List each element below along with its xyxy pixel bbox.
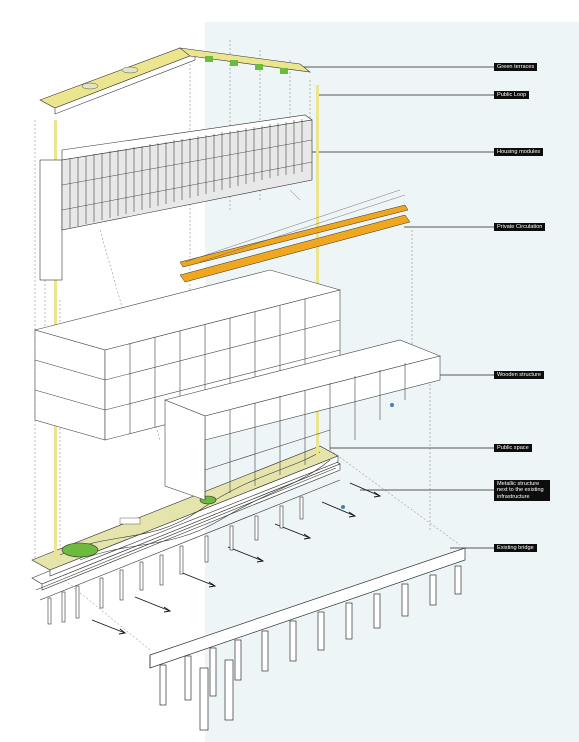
- flow-arrows: [91, 482, 382, 635]
- label-private-circulation: Private Circulation: [494, 223, 546, 232]
- label-public-space: Public space: [494, 444, 532, 453]
- wooden-structure-front: [164, 339, 441, 501]
- label-wooden-structure: Wooden structure: [494, 371, 545, 380]
- existing-bridge: [149, 547, 466, 731]
- accent-dot: [341, 505, 345, 509]
- label-existing-bridge: Existing bridge: [494, 544, 537, 553]
- housing-modules: [39, 114, 313, 281]
- label-metallic-structure: Metallic structure next to the existing …: [494, 480, 550, 502]
- label-green-terraces: Green terraces: [494, 63, 538, 72]
- leader-lines: [300, 66, 494, 549]
- label-public-loop: Public Loop: [494, 91, 530, 100]
- wooden-structure: [33, 269, 342, 441]
- private-circulation: [179, 189, 411, 283]
- accent-dot: [390, 403, 394, 407]
- label-housing-modules: Housing modules: [494, 148, 544, 157]
- public-space-deck: [31, 445, 339, 577]
- green-terraces: [39, 47, 312, 115]
